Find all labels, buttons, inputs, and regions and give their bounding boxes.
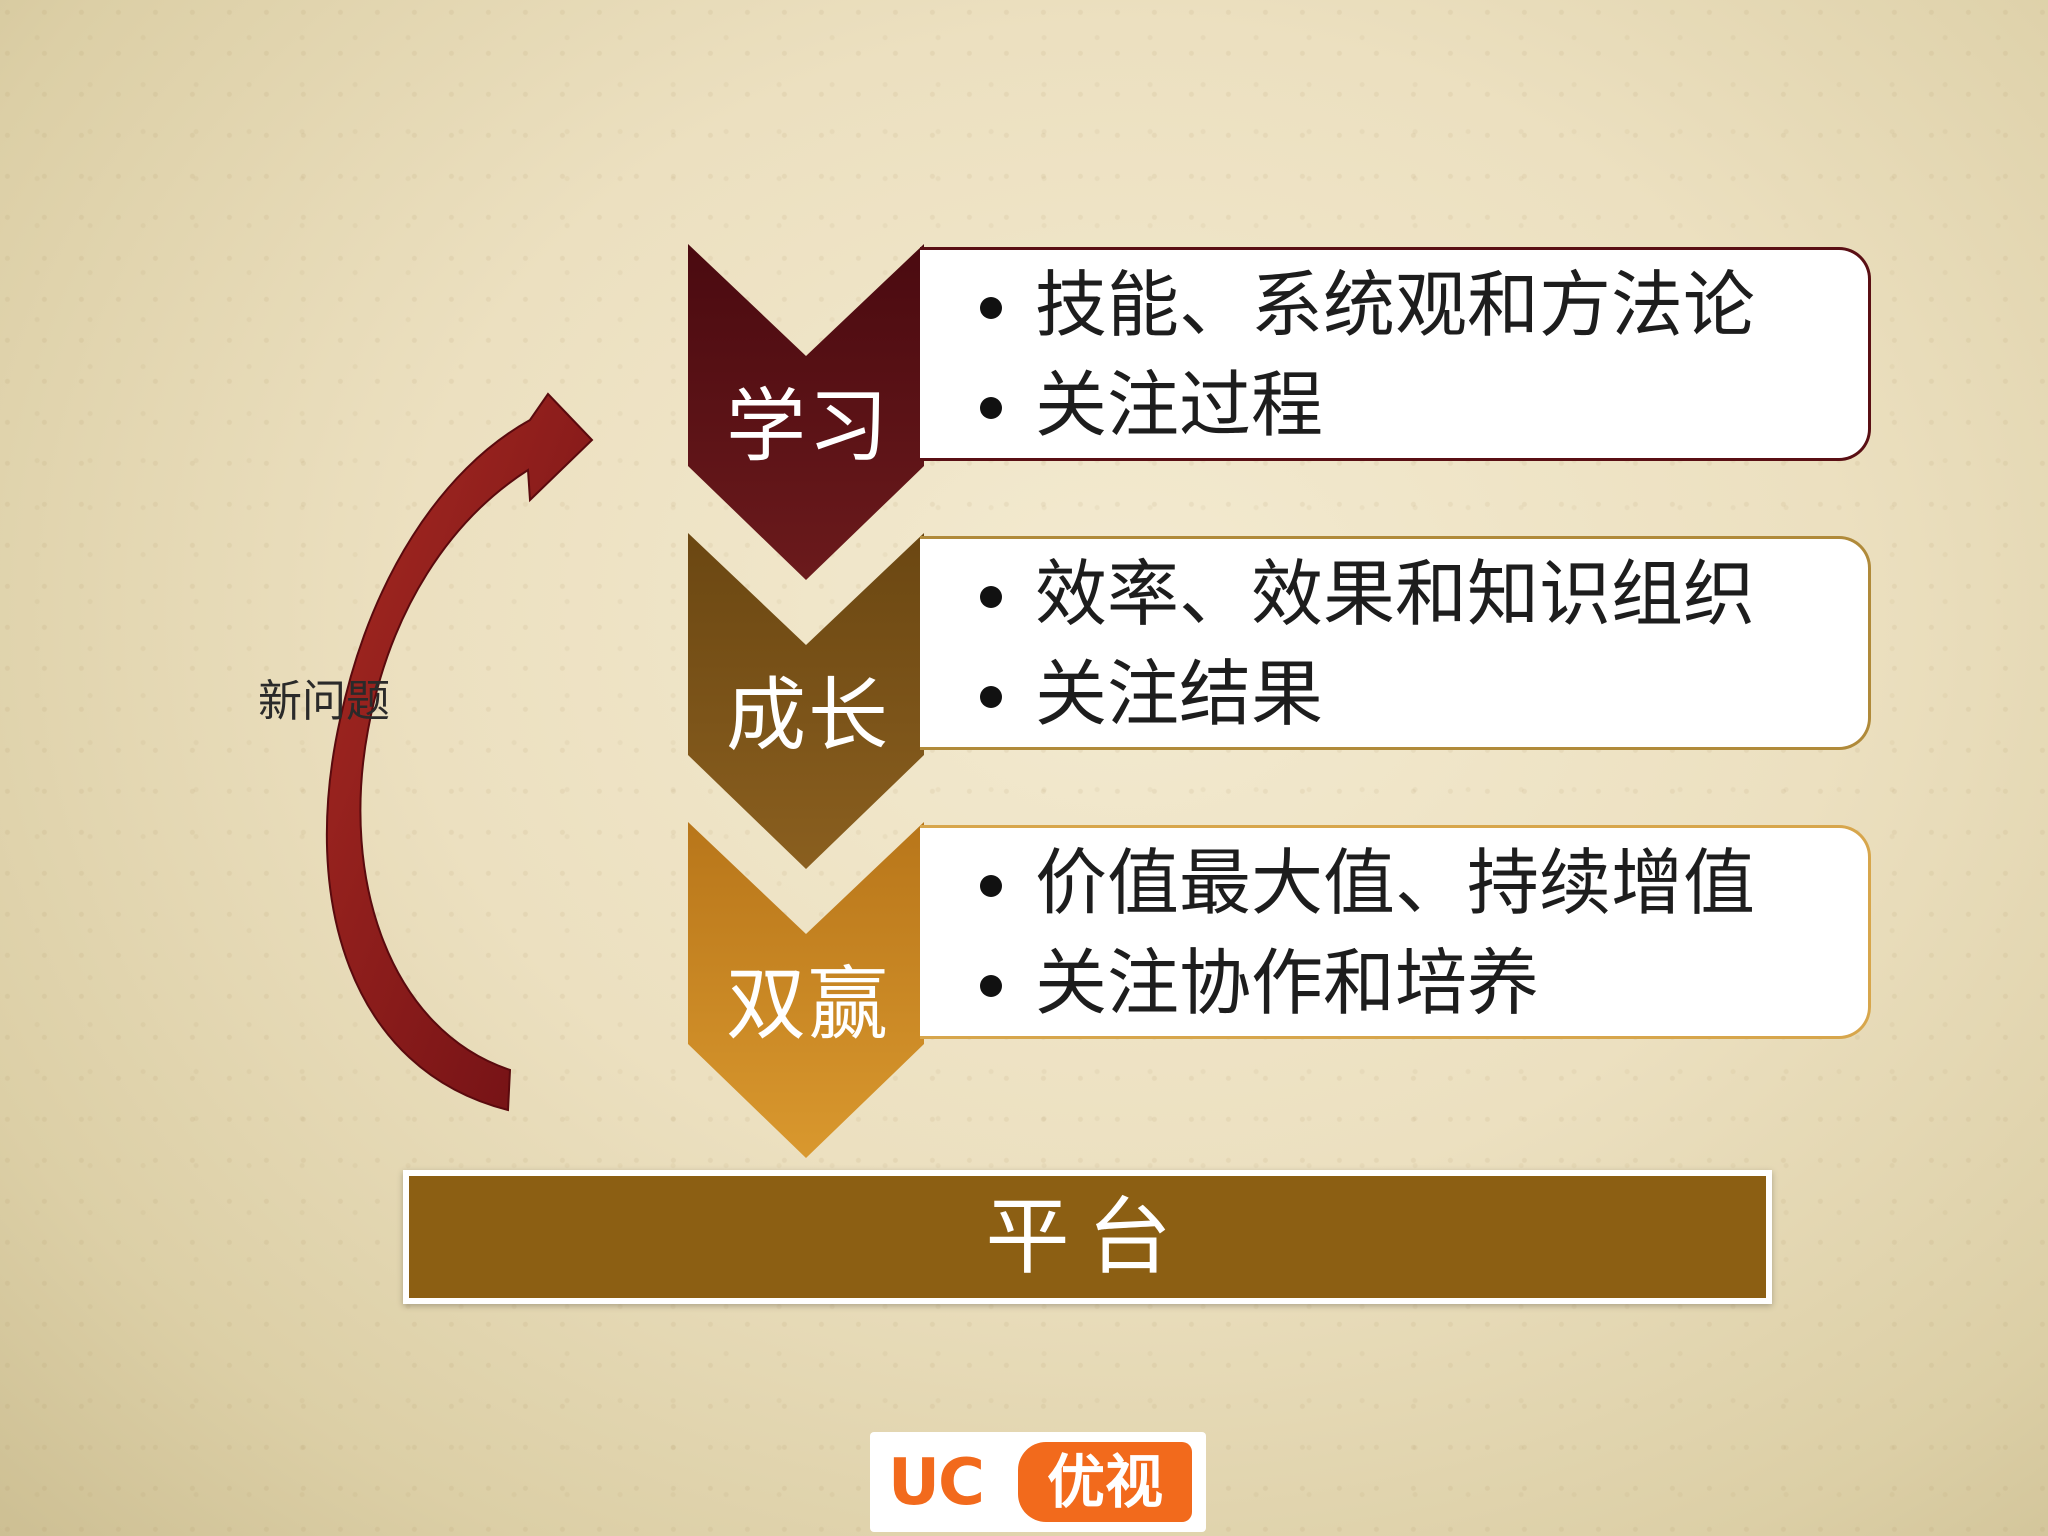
stage-box-win <box>920 825 1871 1039</box>
bullet-list-win: 价值最大值、持续增值 关注协作和培养 <box>975 833 1755 1033</box>
stage-label-win: 双赢 <box>726 958 890 1051</box>
logo-uc-text: UC <box>888 1446 985 1520</box>
stage-label-grow: 成长 <box>726 669 890 762</box>
bullet-item: 关注过程 <box>975 355 1755 455</box>
stage-box-learn <box>920 247 1871 461</box>
platform-label: 平台 <box>985 1188 1190 1286</box>
cycle-arrow-icon <box>325 392 594 1112</box>
logo-cn-text: 优视 <box>1018 1442 1192 1522</box>
chevron-win <box>688 822 924 1158</box>
stage-box-grow <box>920 536 1871 750</box>
bullet-item: 价值最大值、持续增值 <box>975 833 1755 933</box>
chevron-learn <box>688 244 924 580</box>
bullet-item: 关注结果 <box>975 644 1755 744</box>
chevron-grow <box>688 533 924 869</box>
stage-label-learn: 学习 <box>726 380 890 473</box>
new-question-label: 新问题 <box>258 676 390 727</box>
bullet-item: 技能、系统观和方法论 <box>975 255 1755 355</box>
bullet-item: 效率、效果和知识组织 <box>975 544 1755 644</box>
uc-logo: UC 优视 <box>870 1432 1206 1532</box>
bullet-list-learn: 技能、系统观和方法论 关注过程 <box>975 255 1755 455</box>
bullet-list-grow: 效率、效果和知识组织 关注结果 <box>975 544 1755 744</box>
bullet-item: 关注协作和培养 <box>975 933 1755 1033</box>
chevron-stack <box>688 244 924 1158</box>
platform-bar: 平台 <box>403 1170 1772 1304</box>
